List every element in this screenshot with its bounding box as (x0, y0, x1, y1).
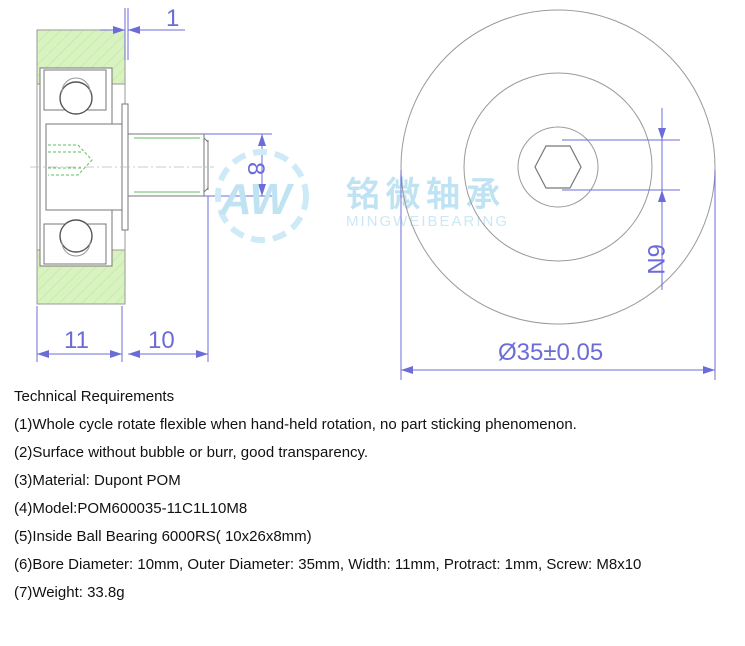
hex-socket (534, 145, 582, 189)
technical-requirements: Technical Requirements (1)Whole cycle ro… (14, 386, 734, 610)
middle-circle (463, 72, 653, 262)
requirement-item: (7)Weight: 33.8g (14, 584, 125, 601)
outer-circle (400, 9, 716, 325)
screw-shaft (127, 133, 205, 197)
dim-outer-diameter: Ø35±0.05 (498, 339, 603, 366)
side-view (30, 29, 214, 305)
front-view (400, 9, 716, 325)
requirement-item: (6)Bore Diameter: 10mm, Outer Diameter: … (14, 556, 642, 573)
ball-top (59, 81, 93, 115)
ball-bottom (59, 219, 93, 253)
dim-screw-length: 10 (148, 327, 175, 354)
watermark-brand-cn: 铭微轴承 (346, 175, 506, 215)
hex-socket-hidden (48, 144, 93, 176)
watermark-logo-ring (215, 149, 309, 243)
inner-circle (517, 126, 599, 208)
watermark-brand-en: MINGWEIBEARING (346, 213, 509, 230)
dim-screw-thread: 8 (242, 162, 269, 175)
dim-width: 11 (64, 327, 89, 354)
requirement-item: (1)Whole cycle rotate flexible when hand… (14, 416, 577, 433)
front-dimensions (400, 108, 716, 380)
dim-protract: 1 (166, 5, 179, 32)
watermark: AW 铭微轴承 MINGWEIBEARING (215, 149, 509, 243)
requirements-title: Technical Requirements (14, 388, 175, 405)
requirement-item: (4)Model:POM600035-11C1L10M8 (14, 500, 248, 517)
side-dimensions (36, 8, 272, 362)
requirement-item: (3)Material: Dupont POM (14, 472, 181, 489)
technical-drawing: 1 11 10 8 AW 铭微轴承 MINGWEIBEARING 6N Ø35±… (30, 5, 716, 380)
dim-bore: 6N (642, 244, 669, 275)
requirement-item: (2)Surface without bubble or burr, good … (14, 444, 369, 461)
requirement-item: (5)Inside Ball Bearing 6000RS( 10x26x8mm… (14, 528, 312, 545)
watermark-logo-letters: AW (219, 175, 294, 224)
